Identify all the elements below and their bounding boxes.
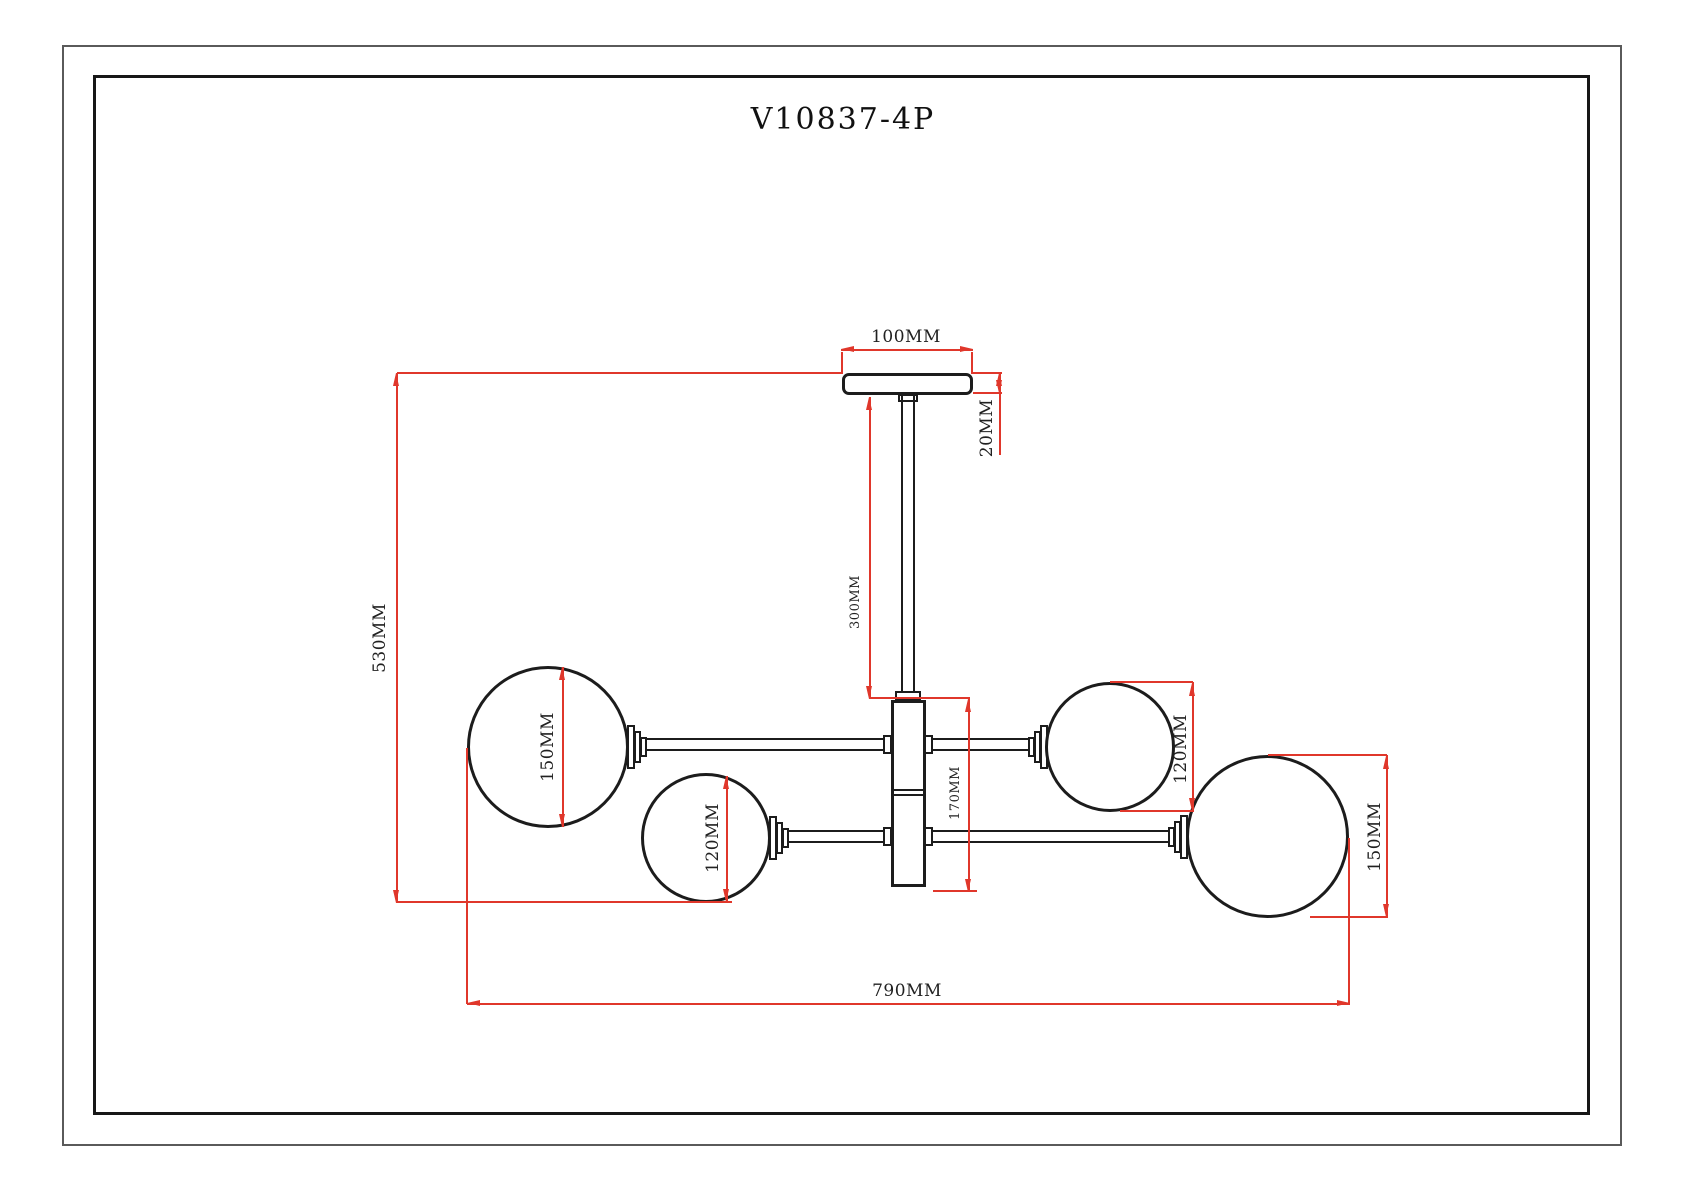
ext-line-body-bottom [933,890,977,892]
dim-label-overall-height: 530MM [370,603,390,673]
down-rod [901,395,915,695]
dim-line-left-small-globe [726,776,728,902]
dim-line-overall-height [396,373,398,903]
socket-left-large-neck [640,737,647,757]
ext-line-canopy-bottom [973,392,1002,394]
dim-label-rod-length: 300MM [848,575,863,629]
arrow-down-icon [965,879,971,892]
arm-lower-left [786,830,892,843]
dim-label-body-height: 170MM [948,766,963,820]
ext-line-right-large-top [1268,754,1387,756]
ext-line-canopy-left [841,352,843,374]
dim-label-overall-width: 790MM [872,981,942,1001]
arm-upper-left [645,738,892,751]
dim-line-right-large-globe [1386,755,1388,918]
dim-line-overall-width [467,1003,1350,1005]
globe-right-small [1045,682,1175,812]
center-body-divider [891,789,926,796]
dim-label-right-small-globe: 120MM [1171,714,1191,784]
arrow-up-icon [723,776,729,789]
dim-line-left-large-globe [562,667,564,827]
socket-lower-right-neck [1168,827,1175,847]
arrow-down-icon [1383,904,1389,917]
arrow-up-icon [559,667,565,680]
globe-right-large [1186,755,1349,918]
arm-collar-lower-left [883,827,892,846]
dim-line-rod-length [869,397,871,699]
arrow-down-icon [393,890,399,903]
dim-label-canopy-height: 20MM [977,398,997,458]
arrow-down-icon [723,889,729,902]
ceiling-canopy [842,373,973,395]
arrow-down-icon [1189,798,1195,811]
dim-line-body-height [968,699,970,892]
ext-line-canopy-top [973,372,1002,374]
socket-upper-right-step [1034,731,1041,763]
center-body [891,700,926,887]
ext-line-width-left [466,748,468,1004]
socket-lower-left-neck [782,828,789,848]
dim-label-canopy-width: 100MM [871,327,941,347]
ext-line-height-bottom [397,901,732,903]
arm-lower-right [926,830,1169,843]
dim-line-canopy-width [841,349,973,351]
stem-top-collar [898,394,918,402]
arrow-up-icon [393,373,399,386]
ext-line-right-small-top [1110,681,1193,683]
arrow-down-icon [559,814,565,827]
ext-line-body-top [869,697,970,699]
drawing-title: V10837-4P [750,102,936,137]
arm-collar-lower-right [924,827,933,846]
arrow-up-icon [866,397,872,410]
arrow-down-icon [996,380,1002,393]
arm-collar-upper-left [883,735,892,754]
dim-label-left-small-globe: 120MM [703,803,723,873]
arrow-up-icon [1383,756,1389,769]
arrow-up-icon [996,373,1002,386]
outer-border [62,45,1622,1146]
dim-label-right-large-globe: 150MM [1365,802,1385,872]
dim-label-left-large-globe: 150MM [538,712,558,782]
arrow-up-icon [965,699,971,712]
socket-lower-right-step [1174,821,1181,853]
ext-line-height-top [397,372,842,374]
arrow-down-icon [866,686,872,699]
arm-collar-upper-right [924,735,933,754]
dim-line-right-small-globe [1192,682,1194,812]
socket-upper-right-neck [1028,737,1035,757]
dim-line-canopy-height [999,373,1001,455]
arrow-right-icon [960,346,973,352]
arrow-right-icon [1337,1000,1350,1006]
globe-left-large [467,666,629,828]
ext-line-right-small-bottom [1120,810,1193,812]
inner-border [93,75,1590,1115]
arm-upper-right [926,738,1030,751]
arrow-left-icon [467,1000,480,1006]
ext-line-width-right [1348,838,1350,1004]
arrow-left-icon [841,346,854,352]
arrow-up-icon [1189,683,1195,696]
ext-line-canopy-right [971,352,973,374]
